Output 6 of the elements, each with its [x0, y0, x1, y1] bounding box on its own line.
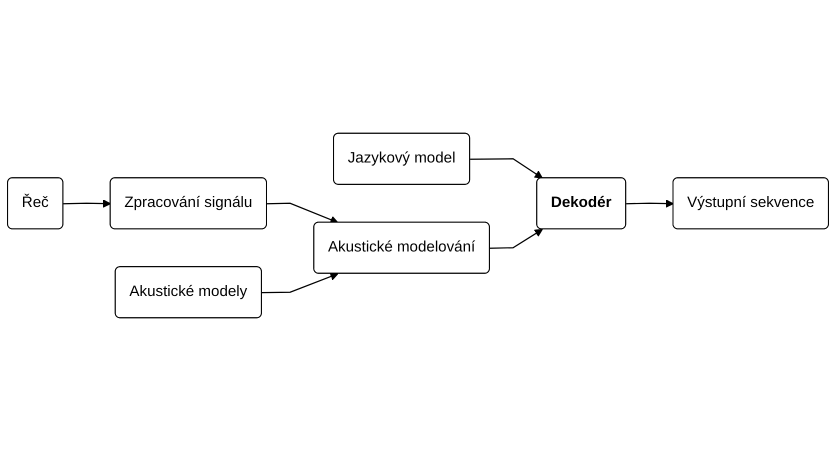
- arrow: [490, 228, 543, 249]
- arrow: [63, 199, 112, 208]
- arrow: [470, 158, 543, 179]
- arrow: [626, 199, 674, 208]
- arrow: [266, 202, 338, 224]
- arrow: [262, 272, 338, 294]
